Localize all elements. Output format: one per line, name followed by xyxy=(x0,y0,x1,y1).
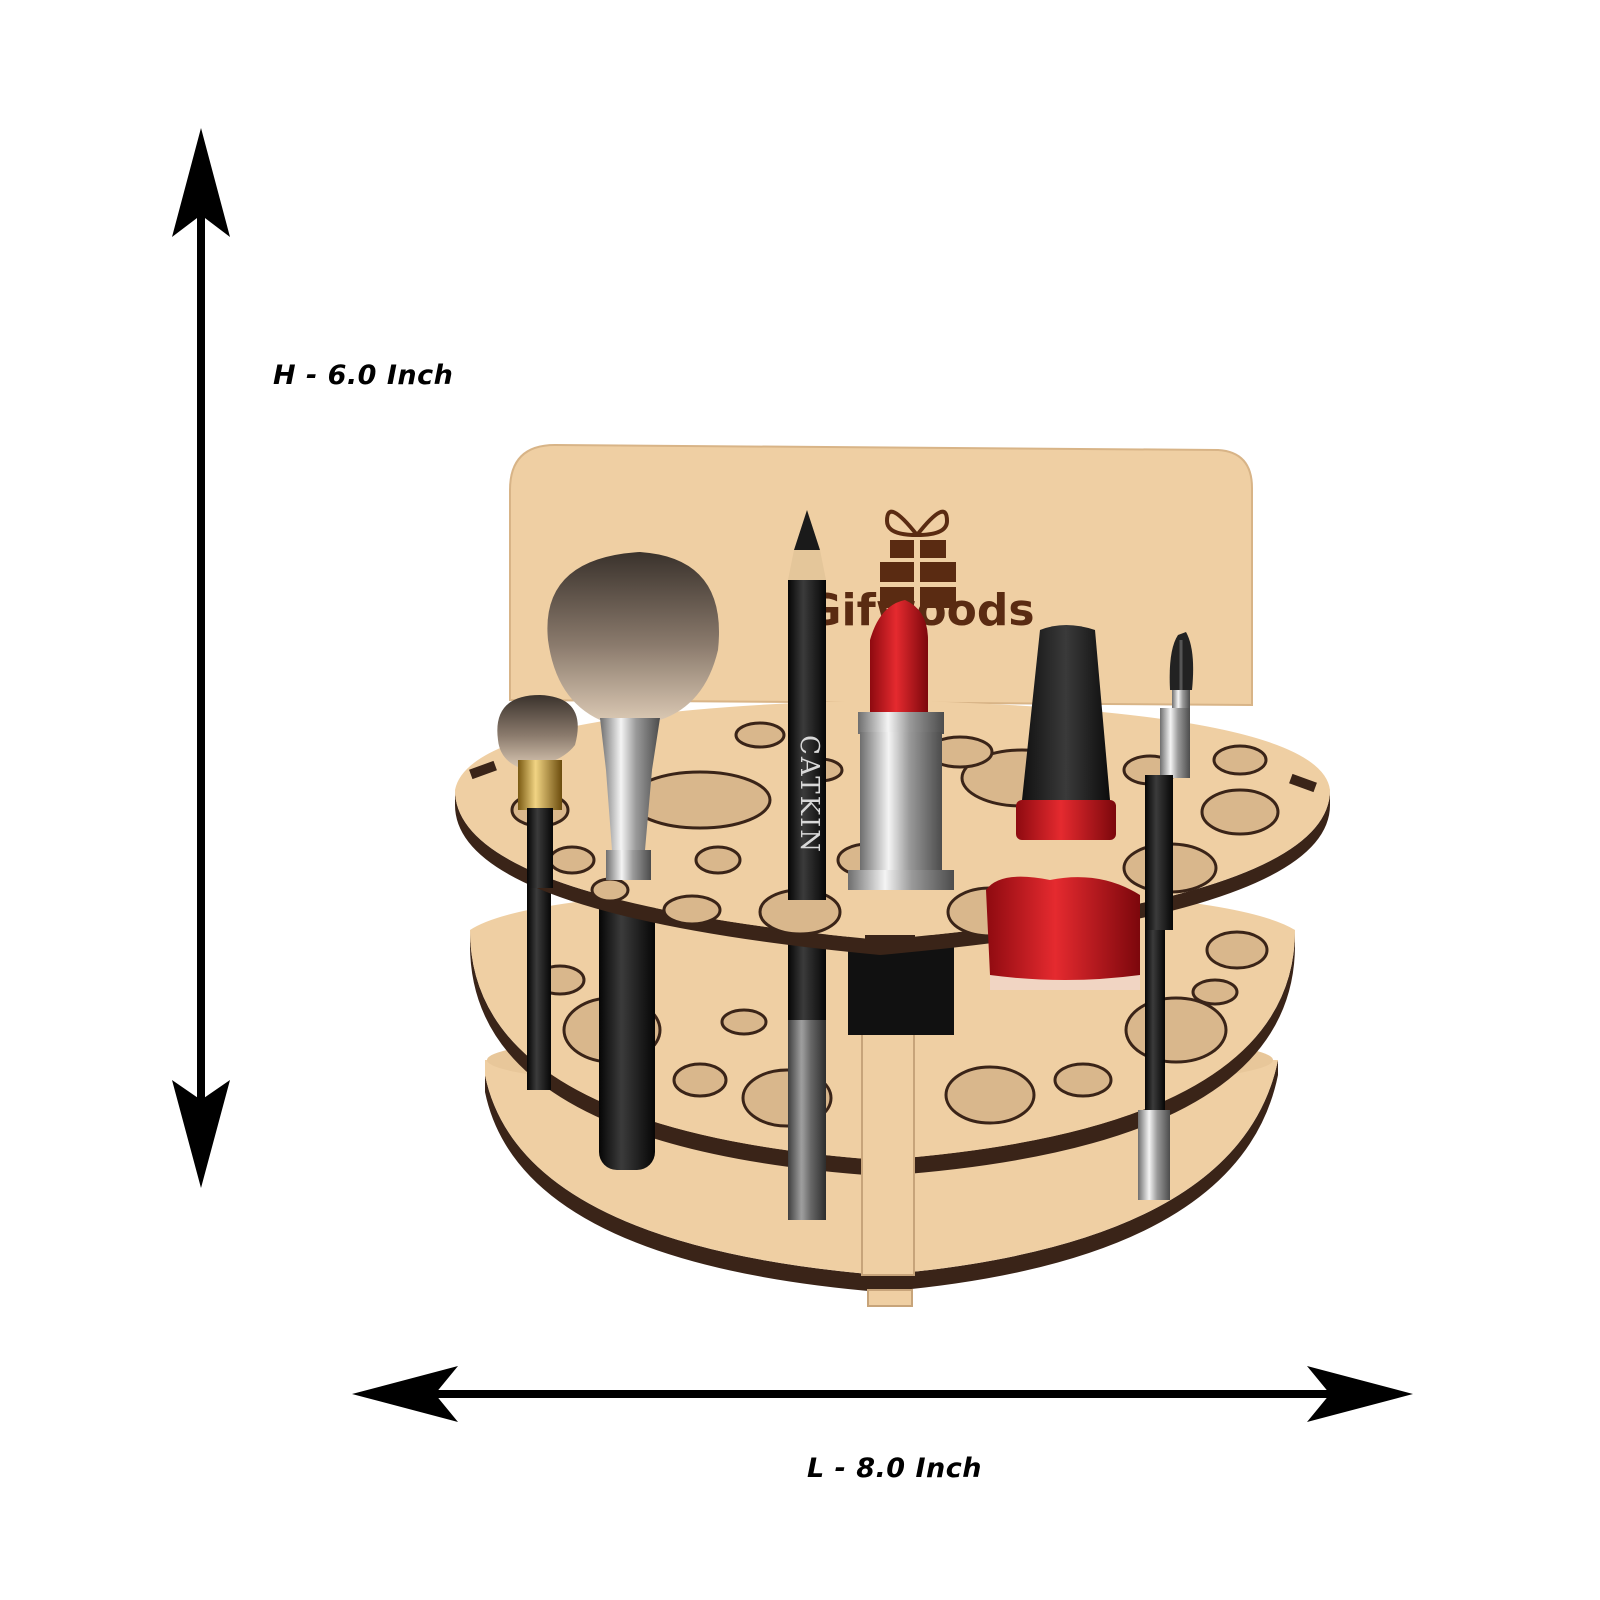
pencil-imprint-text: CATKIN xyxy=(794,735,824,854)
large-brush xyxy=(547,552,720,880)
large-brush-handle xyxy=(599,880,655,1170)
lipstick xyxy=(848,600,954,890)
small-brush-handle xyxy=(527,880,551,1090)
height-arrow xyxy=(172,128,230,1188)
eyebrow-brush xyxy=(1145,632,1194,930)
gift-box-icon xyxy=(880,509,956,608)
small-brush xyxy=(497,695,578,888)
height-dimension-label: H - 6.0 Inch xyxy=(273,360,454,391)
eye-pencil: CATKIN xyxy=(788,510,826,900)
length-arrow xyxy=(352,1366,1413,1422)
nail-polish xyxy=(986,625,1140,980)
eyebrow-brush-handle xyxy=(1145,925,1165,1145)
length-dimension-label: L - 8.0 Inch xyxy=(807,1453,982,1484)
